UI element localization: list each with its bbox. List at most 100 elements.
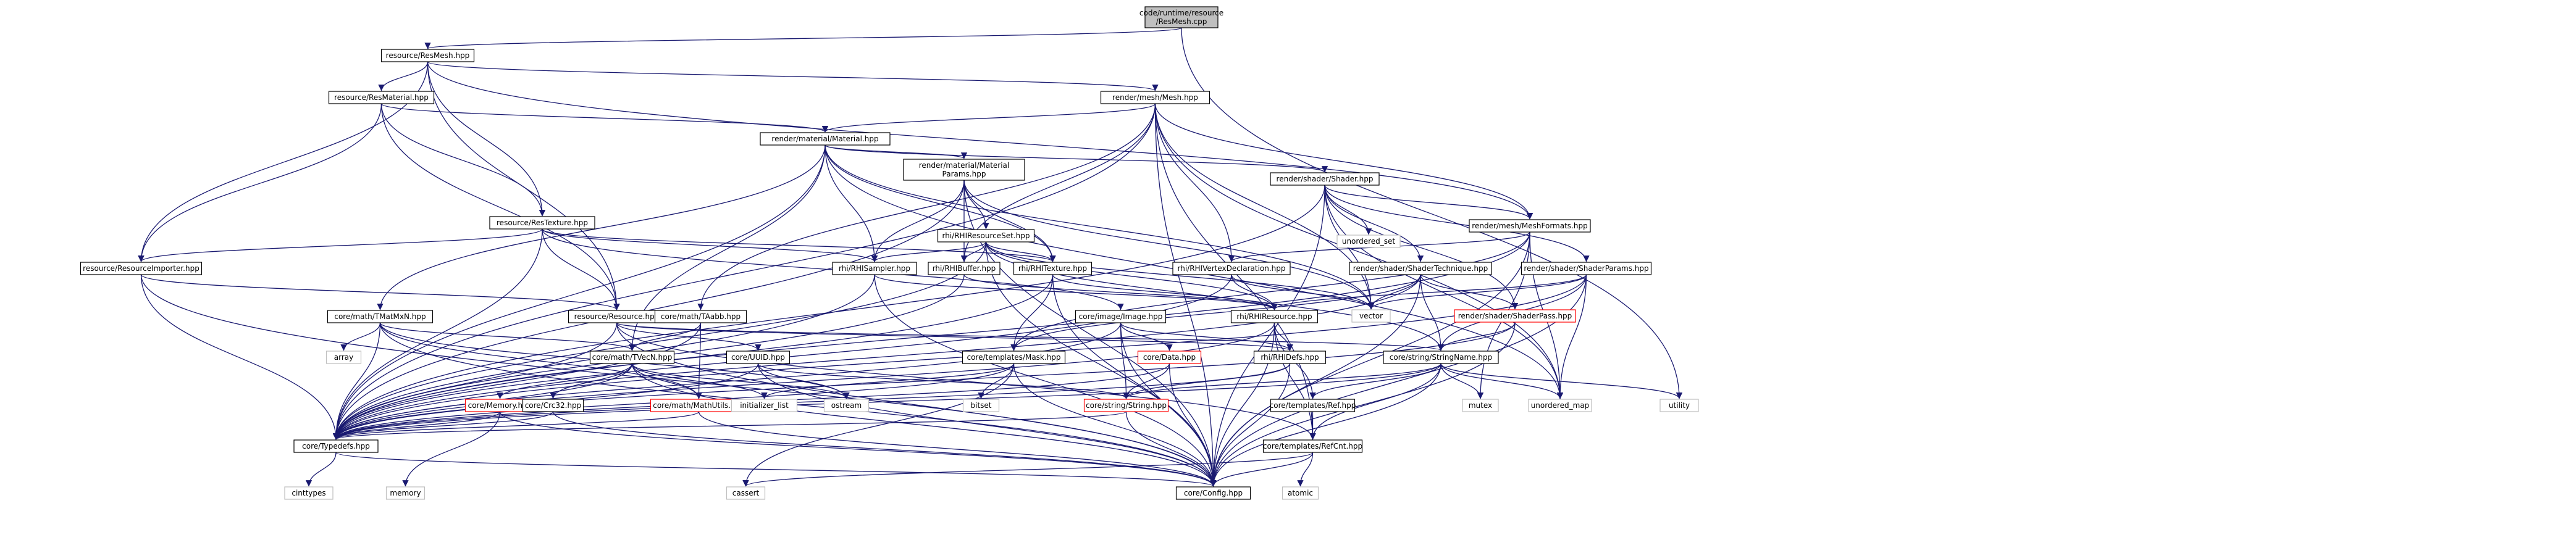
node-shaderpass[interactable]: render/shader/ShaderPass.hpp [1454,309,1576,323]
edge-stringname-to-unordered_map [1440,363,1564,399]
node-shaderpass-box [1454,309,1576,323]
node-taabb[interactable]: core/math/TAabb.hpp [654,310,747,323]
node-meshformats[interactable]: render/mesh/MeshFormats.hpp [1469,219,1591,233]
node-stringname-label: core/string/StringName.hpp [1390,353,1492,362]
edge-material-to-vector [824,144,1375,310]
node-rhitexture-label: rhi/RHITexture.hpp [1018,264,1087,273]
edge-refcnt-to-atomic [1297,452,1314,487]
node-resmaterial-label: resource/ResMaterial.hpp [334,93,429,102]
edge-mesh-to-rhivertexdecl [1154,103,1235,262]
node-shaderpass-label: render/shader/ShaderPass.hpp [1458,312,1572,320]
edge-mesh-to-config [1154,103,1217,487]
node-memory_hpp[interactable]: core/Memory.hpp [464,399,535,412]
edge-resimporter-to-config [140,274,1217,487]
node-mesh-box [1100,91,1210,104]
node-tmatmn[interactable]: core/math/TMatMxN.hpp [327,310,434,323]
node-tvecn[interactable]: core/math/TVecN.hpp [589,351,675,364]
node-shaderparams[interactable]: render/shader/ShaderParams.hpp [1521,262,1652,275]
edge-resource-to-rhidefs [616,322,1293,351]
node-mesh[interactable]: render/mesh/Mesh.hpp [1100,91,1210,104]
node-atomic-label: atomic [1288,489,1313,497]
node-shadertech-box [1349,262,1492,275]
node-crc32[interactable]: core/Crc32.hpp [522,399,584,412]
node-cinttypes: cinttypes [284,486,334,500]
edge-rhivertexdecl-to-vector [1231,274,1375,310]
edge-taabb-to-mathutils [695,322,702,399]
edge-shadertech-to-mask [1010,274,1421,351]
node-config[interactable]: core/Config.hpp [1175,486,1251,500]
node-cassert-label: cassert [732,489,760,497]
node-utility-label: utility [1669,401,1690,410]
node-meshformats-box [1469,219,1591,233]
node-crc32-box [522,399,584,412]
node-matparams-label: Params.hpp [942,170,986,178]
edge-resimporter-to-resource [140,274,620,310]
node-tvecn-label: core/math/TVecN.hpp [592,353,673,362]
node-root-label: code/runtime/resource [1139,9,1223,17]
node-initializer_list-label: initializer_list [740,401,789,410]
node-mask[interactable]: core/templates/Mask.hpp [962,351,1066,364]
edge-rhiresource-to-refcnt [1273,322,1316,440]
edge-material-to-matparams [824,144,967,159]
node-matparams-label: render/material/Material [919,161,1010,170]
node-rhiresset[interactable]: rhi/RHIResourceSet.hpp [937,229,1035,243]
node-ostream-box [823,399,870,412]
node-restexture[interactable]: resource/ResTexture.hpp [489,216,595,230]
node-resource[interactable]: resource/Resource.hpp [568,310,666,323]
edge-resmesh-to-resmaterial [378,61,429,91]
node-array-box [325,351,362,364]
edge-uuid-to-config [757,363,1217,487]
edge-material-to-rhitexture [824,144,1056,262]
node-rhitexture[interactable]: rhi/RHITexture.hpp [1013,262,1093,275]
node-shader[interactable]: render/shader/Shader.hpp [1270,172,1380,186]
node-string[interactable]: core/string/String.hpp [1083,399,1169,412]
node-refcnt[interactable]: core/templates/RefCnt.hpp [1262,439,1363,453]
edge-tvecn-to-ostream [631,363,850,399]
node-unordered_map: unordered_map [1528,399,1592,412]
edge-root-to-utility [1181,27,1683,399]
node-shaderparams-box [1521,262,1652,275]
node-tmatmn-label: core/math/TMatMxN.hpp [334,312,426,321]
node-rhibuffer[interactable]: rhi/RHIBuffer.hpp [928,262,1001,275]
node-refcnt-box [1262,439,1363,453]
node-stringname[interactable]: core/string/StringName.hpp [1383,351,1499,364]
node-material[interactable]: render/material/Material.hpp [760,132,891,146]
node-resmesh[interactable]: resource/ResMesh.hpp [380,49,475,62]
node-resmaterial[interactable]: resource/ResMaterial.hpp [328,91,435,104]
node-memory_hpp-label: core/Memory.hpp [468,401,532,410]
node-rhivertexdecl[interactable]: rhi/RHIVertexDeclaration.hpp [1172,262,1291,275]
edge-shadertech-to-config [1210,274,1421,487]
edge-stringname-to-utility [1440,363,1683,399]
node-cinttypes-box [284,486,334,500]
node-restexture-box [489,216,595,230]
node-rhiresource-label: rhi/RHIResource.hpp [1236,312,1312,321]
node-typedefs[interactable]: core/Typedefs.hpp [293,439,379,453]
node-material-box [760,132,891,146]
node-shadertech[interactable]: render/shader/ShaderTechnique.hpp [1349,262,1492,275]
node-shader-box [1270,172,1380,186]
node-atomic-box [1282,486,1319,500]
node-rhiresource[interactable]: rhi/RHIResource.hpp [1230,310,1319,323]
edge-shaderparams-to-typedefs [332,274,1587,440]
node-resmesh-label: resource/ResMesh.hpp [386,51,470,60]
node-data[interactable]: core/Data.hpp [1137,351,1202,364]
node-unordered_map-label: unordered_map [1531,401,1590,410]
node-ref[interactable]: core/templates/Ref.hpp [1270,399,1356,412]
node-uuid[interactable]: core/UUID.hpp [726,351,791,364]
node-rhisampler[interactable]: rhi/RHISampler.hpp [832,262,917,275]
node-utility-box [1659,399,1699,412]
edge-mesh-to-meshformats [1154,103,1533,220]
node-resimporter[interactable]: resource/ResourceImporter.hpp [80,262,203,275]
node-root[interactable]: code/runtime/resource/ResMesh.cpp [1139,6,1223,28]
node-rhidefs[interactable]: rhi/RHIDefs.hpp [1253,351,1327,364]
edge-rhiresset-to-rhiresource [985,241,1278,310]
edge-rhidefs-to-typedefs [333,363,1291,440]
edge-image-to-data [1120,322,1173,351]
node-shaderparams-label: render/shader/ShaderParams.hpp [1524,264,1648,273]
edge-image-to-typedefs [332,322,1122,440]
edge-memory_hpp-to-typedefs [332,411,501,440]
node-image[interactable]: core/image/Image.hpp [1075,310,1167,323]
node-unordered_set-box [1336,235,1401,248]
